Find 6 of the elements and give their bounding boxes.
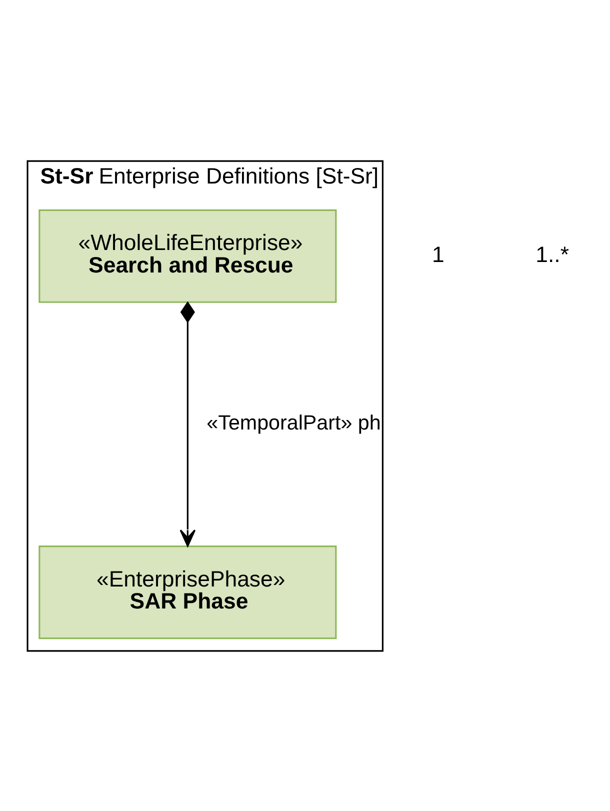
edge-label: «TemporalPart» ph [206, 411, 381, 434]
node-box: «EnterprisePhase» SAR Phase [38, 545, 337, 639]
arrow [180, 300, 196, 546]
node-box: «WholeLifeEnterprise» Search and Rescue [38, 208, 337, 302]
label: 1 [432, 242, 444, 267]
label: 1..* [536, 242, 570, 267]
